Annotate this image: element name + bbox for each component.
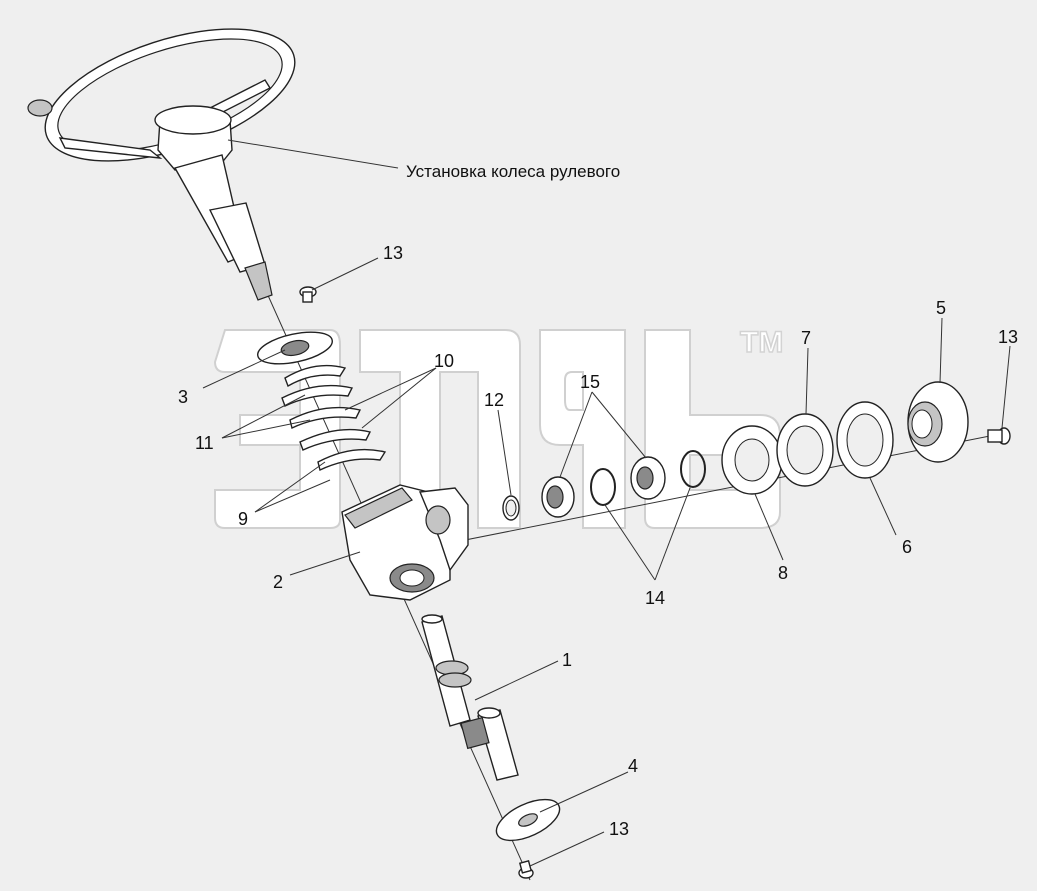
part-1-shaft: [421, 614, 519, 781]
part-13-bolt-bottom: [518, 860, 534, 879]
callout-1: 1: [562, 650, 572, 670]
part-14-circlip-right: [680, 450, 706, 488]
shims-stack: [281, 364, 387, 471]
callout-15: 15: [580, 372, 600, 392]
callout-8: 8: [778, 563, 788, 583]
callout-13-top: 13: [383, 243, 403, 263]
part-14-circlip-left: [590, 468, 616, 506]
callout-6: 6: [902, 537, 912, 557]
part-5-cover-flange: [907, 381, 969, 463]
callout-13-bottom: 13: [609, 819, 629, 839]
callout-13-right: 13: [998, 327, 1018, 347]
part-12-ring: [502, 495, 520, 521]
callout-2: 2: [273, 572, 283, 592]
part-6-gasket: [836, 401, 894, 479]
part-2-gearbox-housing: [341, 484, 469, 601]
assembly-caption: Установка колеса рулевого: [406, 162, 620, 181]
callout-labels: 1 2 3 4 5 6 7 8 9 10 11 12 13 13 13 14 1…: [178, 243, 1018, 839]
callout-5: 5: [936, 298, 946, 318]
callout-14: 14: [645, 588, 665, 608]
callout-10: 10: [434, 351, 454, 371]
part-7-gasket: [776, 413, 834, 487]
part-13-bolt-right: [987, 427, 1011, 445]
trademark-label: TM: [740, 326, 783, 359]
steering-wheel-assembly: [27, 28, 296, 301]
leader-lines: [202, 139, 1011, 867]
callout-9: 9: [238, 509, 248, 529]
callout-12: 12: [484, 390, 504, 410]
part-15-bearing-left: [541, 476, 575, 518]
callout-4: 4: [628, 756, 638, 776]
callout-3: 3: [178, 387, 188, 407]
part-15-bearing-right: [630, 456, 666, 500]
callout-11: 11: [195, 433, 214, 453]
callout-7: 7: [801, 328, 811, 348]
watermark-logo: TM: [213, 325, 784, 529]
part-3-flange: [257, 331, 333, 365]
part-4-bottom-flange: [495, 798, 561, 842]
part-8-gasket: [721, 425, 783, 495]
